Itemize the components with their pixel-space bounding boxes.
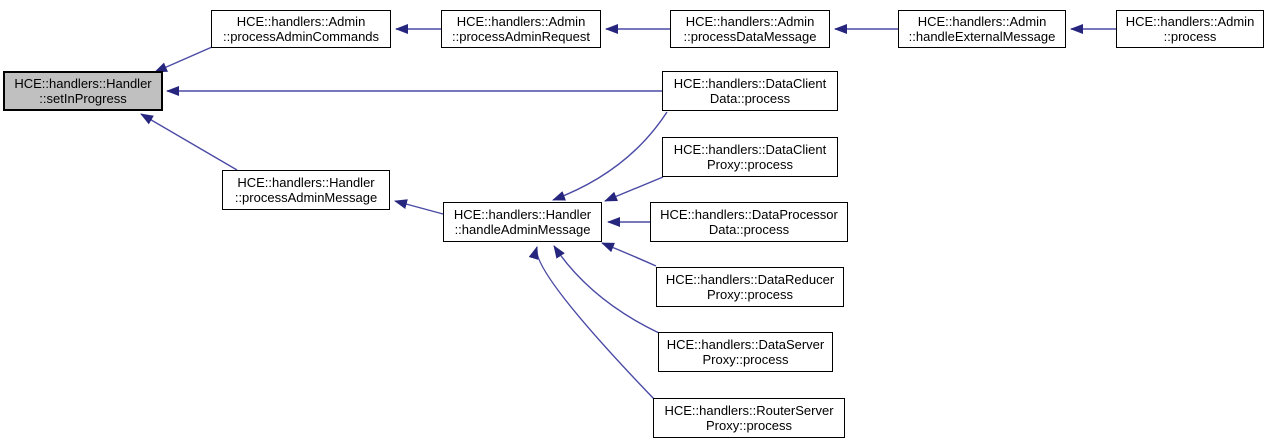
node-label-line: ::processAdminCommands bbox=[222, 29, 380, 44]
node-label-line: HCE::handlers::Handler bbox=[237, 174, 375, 190]
node-label-line: Proxy::process bbox=[707, 287, 793, 302]
edge-dataClientProxyProcess-to-handleAdminMessage bbox=[604, 176, 664, 202]
edge-handleAdminMessage-to-processAdminMessage bbox=[394, 199, 444, 215]
node-label-line: ::processDataMessage bbox=[683, 29, 817, 44]
node-label-line: Proxy::process bbox=[706, 418, 792, 433]
node-label-line: ::handleAdminMessage bbox=[454, 222, 591, 237]
node-label-line: HCE::handlers::DataProcessor bbox=[660, 206, 838, 222]
node-label-line: HCE::handlers::Admin bbox=[236, 13, 366, 29]
edge-processAdminCommands-to-setInProgress bbox=[154, 46, 213, 73]
node-label-line: HCE::handlers::Admin bbox=[456, 13, 586, 29]
edge-dataClientDataProcess-to-handleAdminMessage bbox=[552, 111, 668, 201]
node-label-line: Data::process bbox=[708, 222, 790, 237]
edge-dataReducerProxyProcess-to-handleAdminMessage bbox=[601, 242, 657, 267]
node-label-line: HCE::handlers::Handler bbox=[14, 75, 152, 91]
edge-processAdminMessage-to-setInProgress bbox=[140, 113, 238, 171]
graph-node-handleAdminMessage[interactable]: HCE::handlers::Handler::handleAdminMessa… bbox=[443, 202, 602, 242]
graph-node-processAdminCommands[interactable]: HCE::handlers::Admin::processAdminComman… bbox=[211, 10, 391, 48]
node-label-line: Data::process bbox=[709, 91, 791, 106]
node-label-line: HCE::handlers::Admin bbox=[1125, 13, 1255, 29]
node-label-line: HCE::handlers::DataClient bbox=[673, 75, 827, 91]
graph-node-handleExternalMessage[interactable]: HCE::handlers::Admin::handleExternalMess… bbox=[898, 10, 1066, 48]
node-label-line: Proxy::process bbox=[707, 157, 793, 172]
node-label-line: ::process bbox=[1163, 29, 1217, 44]
graph-node-setInProgress[interactable]: HCE::handlers::Handler::setInProgress bbox=[3, 71, 163, 111]
graph-node-processDataMessage[interactable]: HCE::handlers::Admin::processDataMessage bbox=[670, 10, 830, 48]
node-label-line: HCE::handlers::DataReducer bbox=[665, 271, 835, 287]
node-label-line: HCE::handlers::Handler bbox=[453, 206, 592, 222]
node-label-line: HCE::handlers::Admin bbox=[685, 13, 815, 29]
node-label-line: HCE::handlers::RouterServer bbox=[664, 402, 834, 418]
node-label-line: ::handleExternalMessage bbox=[908, 29, 1056, 44]
edge-routerServerProxyProcess-to-handleAdminMessage bbox=[528, 246, 655, 400]
edge-dataServerProxyProcess-to-handleAdminMessage bbox=[553, 245, 660, 334]
node-label-line: HCE::handlers::Admin bbox=[917, 13, 1047, 29]
graph-node-processAdminRequest[interactable]: HCE::handlers::Admin::processAdminReques… bbox=[441, 10, 601, 48]
graph-node-adminProcess[interactable]: HCE::handlers::Admin::process bbox=[1116, 10, 1264, 48]
node-label-line: ::setInProgress bbox=[39, 91, 127, 106]
graph-node-processAdminMessage[interactable]: HCE::handlers::Handler::processAdminMess… bbox=[222, 170, 390, 210]
node-label-line: HCE::handlers::DataClient bbox=[673, 141, 827, 157]
node-label-line: HCE::handlers::DataServer bbox=[666, 336, 825, 352]
node-label-line: ::processAdminRequest bbox=[451, 29, 590, 44]
node-label-line: Proxy::process bbox=[702, 352, 789, 367]
node-label-line: ::processAdminMessage bbox=[234, 190, 378, 205]
